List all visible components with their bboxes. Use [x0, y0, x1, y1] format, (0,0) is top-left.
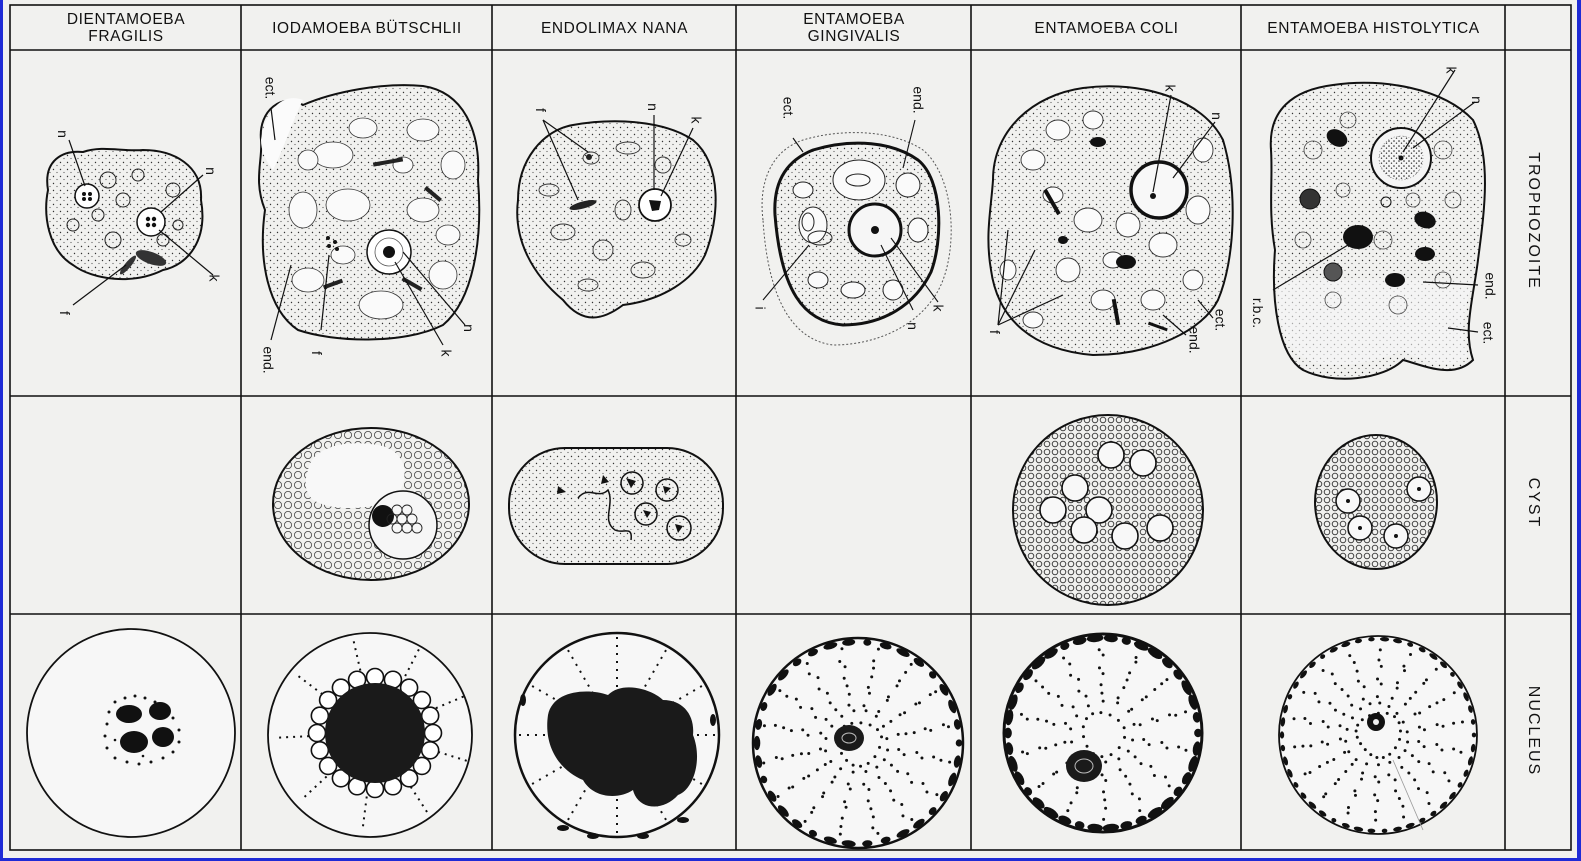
nucleus-iodamoeba: [268, 633, 472, 837]
label-food-vacuole: f: [987, 330, 1003, 334]
nucleus-histolytica: [1279, 636, 1477, 834]
label-karyosome: k: [1444, 67, 1460, 74]
label-food-vacuole: f: [309, 351, 325, 355]
label-karyosome: k: [689, 117, 705, 124]
row-label-nucleus: NUCLEUS: [1524, 631, 1542, 831]
label-karyosome: k: [931, 305, 947, 312]
cyst-iodamoeba: [273, 428, 469, 580]
column-header-iodamoeba: IODAMOEBA BÜTSCHLII: [242, 6, 492, 50]
trophozoite-dientamoeba: [46, 140, 213, 305]
label-nucleus: n: [1469, 96, 1485, 104]
row-label-trophozoite: TROPHOZOITE: [1524, 121, 1542, 321]
column-header-coli: ENTAMOEBA COLI: [972, 6, 1241, 50]
cyst-histolytica: [1315, 435, 1437, 569]
nucleus-dientamoeba: [27, 629, 235, 837]
label-nucleus: n: [905, 322, 921, 330]
label-endoplasm: end.: [1187, 326, 1203, 353]
column-header-line: ENTAMOEBA COLI: [1034, 20, 1178, 37]
label-nucleus: n: [461, 324, 477, 332]
column-header-line: ENTAMOEBA: [803, 11, 905, 28]
column-header-line: FRAGILIS: [67, 28, 185, 45]
nucleus-coli: [1004, 634, 1202, 832]
nucleus-gingivalis: [753, 638, 963, 848]
label-nucleus: n: [1209, 112, 1225, 120]
label-karyosome: k: [207, 275, 223, 282]
label-red-blood-cell: r.b.c.: [1250, 298, 1266, 328]
label-endoplasm: end.: [261, 346, 277, 373]
label-food-vacuole: f: [533, 108, 549, 112]
label-nucleus: n: [55, 130, 71, 138]
trophozoite-histolytica: [1271, 70, 1485, 379]
amoebae-comparison-plate: [3, 0, 1577, 858]
label-ectoplasm: ect.: [262, 77, 278, 100]
column-header-line: ENTAMOEBA HISTOLYTICA: [1267, 20, 1479, 37]
column-header-histolytica: ENTAMOEBA HISTOLYTICA: [1242, 6, 1505, 50]
label-ectoplasm: ect.: [1212, 309, 1228, 332]
cyst-endolimax: [509, 448, 723, 564]
column-header-endolimax: ENDOLIMAX NANA: [493, 6, 736, 50]
nucleus-endolimax: [515, 633, 719, 839]
trophozoite-gingivalis: [762, 120, 951, 345]
trophozoite-coli: [988, 86, 1232, 355]
trophozoite-endolimax: [517, 115, 715, 318]
column-header-line: IODAMOEBA BÜTSCHLII: [272, 20, 462, 37]
label-ectoplasm: ect.: [1480, 322, 1496, 345]
label-ectoplasm: ect.: [780, 97, 796, 120]
column-header-line: DIENTAMOEBA: [67, 11, 185, 28]
label-inclusion: i: [753, 306, 769, 309]
column-header-line: GINGIVALIS: [803, 28, 905, 45]
label-nucleus: n: [645, 103, 661, 111]
label-nucleus: n: [203, 167, 219, 175]
cyst-coli: [1013, 415, 1203, 605]
label-food-vacuole: f: [57, 311, 73, 315]
row-label-cyst: CYST: [1524, 403, 1542, 603]
label-endoplasm: end.: [911, 86, 927, 113]
trophozoite-iodamoeba: [259, 85, 479, 345]
label-karyosome: k: [439, 350, 455, 357]
column-header-line: ENDOLIMAX NANA: [541, 20, 688, 37]
label-karyosome: k: [1163, 85, 1179, 92]
label-endoplasm: end.: [1483, 272, 1499, 299]
